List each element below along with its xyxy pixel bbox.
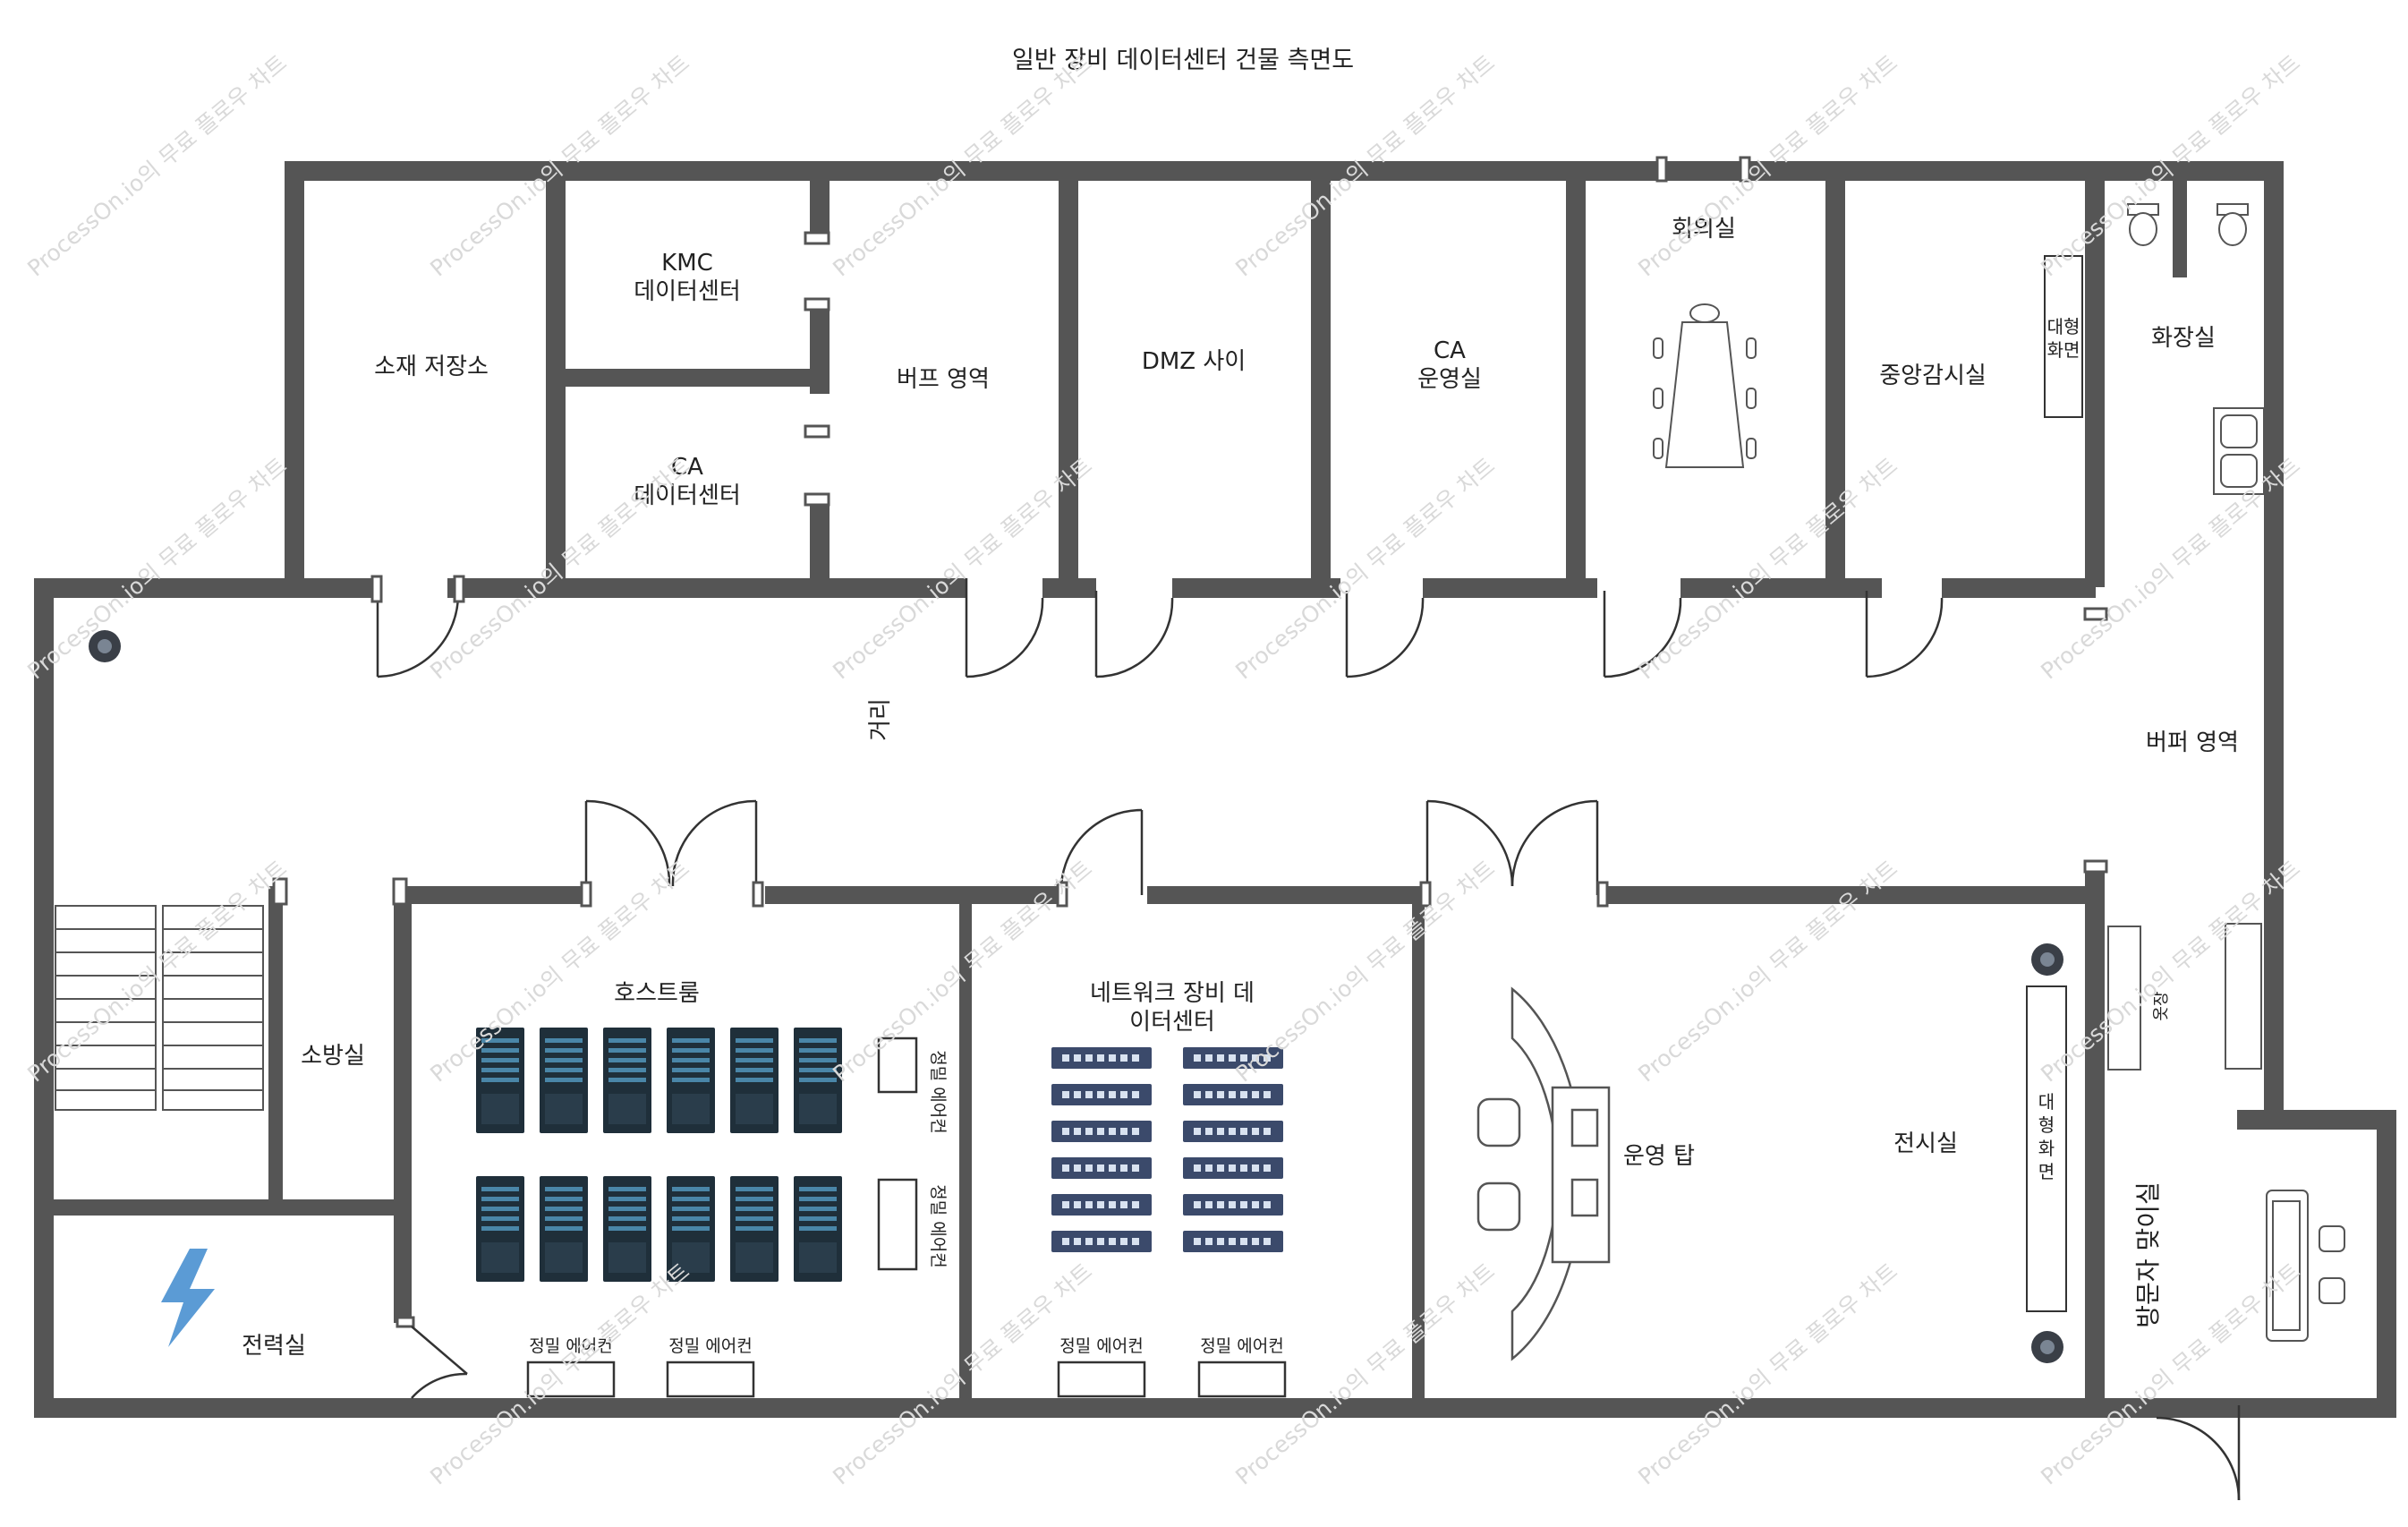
watermark: ProcessOn.io의 무료 플로우 차트 bbox=[828, 453, 1097, 685]
room-labels: 소재 저장소 KMC 데이터센터 CA 데이터센터 버프 영역 DMZ 사이 C… bbox=[242, 216, 2239, 1360]
camera-icon bbox=[2031, 1331, 2063, 1363]
label-buffer-top: 버프 영역 bbox=[897, 366, 990, 393]
network-switch-icon bbox=[1183, 1121, 1283, 1142]
meeting-table bbox=[1653, 303, 1757, 468]
server-rack-icon bbox=[730, 1176, 779, 1282]
label-ac-host-right-1: 정밀 에어컨 bbox=[928, 1050, 948, 1133]
camera-icon bbox=[89, 630, 121, 662]
door-jambs bbox=[272, 156, 2108, 1328]
watermark: ProcessOn.io의 무료 플로우 차트 bbox=[2036, 1258, 2305, 1490]
network-switch-icon bbox=[1051, 1047, 1152, 1069]
label-large-screen-exhibit-2: 형 bbox=[2038, 1114, 2055, 1136]
server-rack-icon bbox=[794, 1028, 842, 1133]
ops-console bbox=[1476, 986, 1611, 1361]
label-fire-room: 소방실 bbox=[301, 1043, 365, 1070]
visitor-sofa bbox=[2266, 1190, 2345, 1342]
label-host-room: 호스트룸 bbox=[614, 980, 700, 1007]
network-switches bbox=[1051, 1047, 1283, 1252]
watermark: ProcessOn.io의 무료 플로우 차트 bbox=[22, 50, 292, 282]
label-ca-ops-2: 운영실 bbox=[1417, 366, 1482, 393]
network-switch-icon bbox=[1183, 1194, 1283, 1216]
label-visitor-room: 방문자 맞이실 bbox=[2133, 1182, 2163, 1327]
walls bbox=[34, 161, 2396, 1418]
label-power-room: 전력실 bbox=[242, 1333, 306, 1360]
label-corridor: 거리 bbox=[867, 698, 894, 741]
watermark: ProcessOn.io의 무료 플로우 차트 bbox=[22, 453, 292, 685]
server-rack-icon bbox=[730, 1028, 779, 1133]
large-screen-top bbox=[2044, 255, 2083, 418]
ac-units bbox=[526, 1036, 1287, 1398]
label-wardrobe: 옷장 bbox=[2152, 991, 2171, 1020]
watermarks: ProcessOn.io의 무료 플로우 차트 ProcessOn.io의 무료… bbox=[22, 50, 2305, 1490]
wardrobe-left bbox=[2107, 926, 2141, 1071]
lightning-icon bbox=[161, 1249, 215, 1347]
network-switch-icon bbox=[1183, 1047, 1283, 1069]
server-rack-icon bbox=[603, 1028, 651, 1133]
doors bbox=[376, 578, 2241, 1501]
network-switch-icon bbox=[1051, 1194, 1152, 1216]
label-network-dc-2: 이터센터 bbox=[1129, 1009, 1215, 1036]
server-rack-icon bbox=[540, 1176, 588, 1282]
toilet-icon bbox=[2217, 203, 2249, 246]
server-rack-icon bbox=[667, 1028, 715, 1133]
server-rack-icon bbox=[794, 1176, 842, 1282]
watermark: ProcessOn.io의 무료 플로우 차트 bbox=[1633, 1258, 1902, 1490]
sink-icon bbox=[2213, 407, 2265, 495]
label-ops-tower: 운영 탑 bbox=[1623, 1143, 1695, 1170]
label-ac-4: 정밀 에어컨 bbox=[1200, 1336, 1283, 1356]
toilet-icon bbox=[2127, 203, 2159, 246]
label-ac-3: 정밀 에어컨 bbox=[1059, 1336, 1143, 1356]
label-large-screen-exhibit-3: 화 bbox=[2038, 1138, 2055, 1159]
label-dmz: DMZ 사이 bbox=[1142, 348, 1246, 375]
label-material-storage: 소재 저장소 bbox=[374, 354, 489, 380]
network-switch-icon bbox=[1051, 1121, 1152, 1142]
server-rack-icon bbox=[667, 1176, 715, 1282]
network-switch-icon bbox=[1183, 1084, 1283, 1105]
label-central-monitor: 중앙감시실 bbox=[1879, 363, 1987, 389]
label-ac-1: 정밀 에어컨 bbox=[529, 1336, 612, 1356]
label-large-screen-exhibit-1: 대 bbox=[2038, 1091, 2055, 1113]
wardrobe-right bbox=[2225, 923, 2262, 1070]
server-rack-icon bbox=[603, 1176, 651, 1282]
server-rack-icon bbox=[540, 1028, 588, 1133]
label-large-screen-top-1: 대형 bbox=[2047, 316, 2080, 337]
network-switch-icon bbox=[1051, 1157, 1152, 1179]
watermark: ProcessOn.io의 무료 플로우 차트 bbox=[1633, 453, 1902, 685]
stairs bbox=[55, 905, 264, 1111]
label-meeting: 회의실 bbox=[1672, 216, 1736, 243]
camera-icon bbox=[2031, 943, 2063, 976]
label-large-screen-top-2: 화면 bbox=[2047, 339, 2080, 361]
large-screen-exhibit bbox=[2026, 985, 2067, 1312]
server-racks bbox=[476, 1028, 842, 1282]
label-ca-dc-2: 데이터센터 bbox=[634, 482, 741, 509]
network-switch-icon bbox=[1051, 1084, 1152, 1105]
label-buffer-right: 버퍼 영역 bbox=[2146, 729, 2239, 756]
label-ac-host-right-2: 정밀 에어컨 bbox=[928, 1184, 948, 1267]
label-ca-dc-1: CA bbox=[671, 454, 703, 481]
watermark: ProcessOn.io의 무료 플로우 차트 bbox=[1230, 453, 1500, 685]
label-kmc-dc-1: KMC bbox=[661, 250, 713, 277]
server-rack-icon bbox=[476, 1176, 524, 1282]
label-large-screen-exhibit-4: 면 bbox=[2038, 1161, 2055, 1182]
label-kmc-dc-2: 데이터센터 bbox=[634, 278, 741, 305]
diagram-title: 일반 장비 데이터센터 건물 측면도 bbox=[1012, 47, 1354, 74]
network-switch-icon bbox=[1051, 1231, 1152, 1252]
network-switch-icon bbox=[1183, 1231, 1283, 1252]
label-restroom: 화장실 bbox=[2151, 325, 2216, 352]
server-rack-icon bbox=[476, 1028, 524, 1133]
label-ca-ops-1: CA bbox=[1434, 337, 1466, 364]
network-switch-icon bbox=[1183, 1157, 1283, 1179]
label-ac-2: 정밀 에어컨 bbox=[668, 1336, 752, 1356]
label-network-dc-1: 네트워크 장비 데 bbox=[1090, 980, 1255, 1007]
label-exhibition: 전시실 bbox=[1893, 1130, 1958, 1157]
